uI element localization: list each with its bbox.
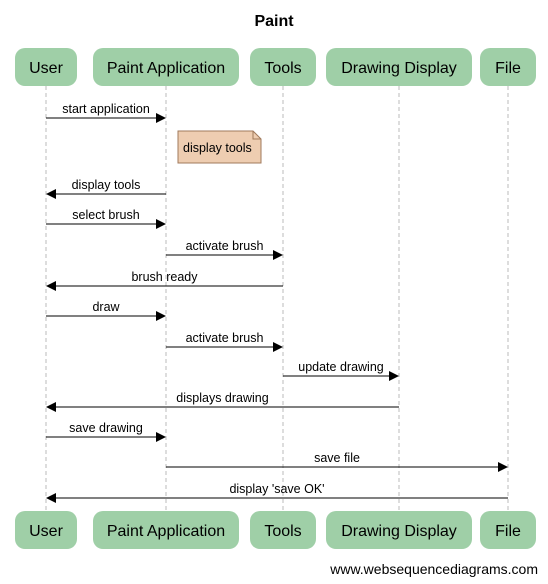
arrowhead	[46, 189, 56, 199]
message-label: select brush	[72, 208, 139, 222]
note: display tools	[177, 130, 262, 164]
arrowhead	[273, 342, 283, 352]
message-11: save file	[166, 451, 508, 472]
arrowhead	[156, 432, 166, 442]
actor-box	[480, 48, 536, 86]
note-fold	[252, 131, 261, 140]
message-label: activate brush	[186, 331, 264, 345]
actors-bottom: User Paint Application Tools Drawing Displa…	[15, 511, 536, 549]
actor-tools-bottom: Tools	[250, 511, 316, 549]
message-label: activate brush	[186, 239, 264, 253]
actor-box	[326, 48, 472, 86]
message-6: draw	[46, 300, 166, 321]
actor-paint-top: Paint Application	[93, 48, 239, 86]
actor-tools-top: Tools	[250, 48, 316, 86]
message-label: draw	[92, 300, 120, 314]
message-2: display tools	[46, 178, 166, 199]
actor-label: Tools	[264, 60, 301, 77]
message-label: save file	[314, 451, 360, 465]
actor-label: File	[495, 523, 521, 540]
message-label: update drawing	[298, 360, 384, 374]
message-label: display tools	[72, 178, 141, 192]
arrowhead	[389, 371, 399, 381]
message-label: save drawing	[69, 421, 143, 435]
arrowhead	[156, 219, 166, 229]
note-text: display tools	[183, 141, 252, 155]
message-label: display 'save OK'	[229, 482, 324, 496]
actor-label: File	[495, 60, 521, 77]
message-3: select brush	[46, 208, 166, 229]
message-label: start application	[62, 102, 150, 116]
arrowhead	[156, 311, 166, 321]
actor-user-top: User	[15, 48, 77, 86]
actors-top: User Paint Application Tools Drawing Displa…	[15, 48, 536, 86]
message-12: display 'save OK'	[46, 482, 508, 503]
note-box	[177, 130, 262, 164]
message-10: save drawing	[46, 421, 166, 442]
messages: start application display tools select bru…	[46, 102, 508, 503]
actor-box	[93, 48, 239, 86]
message-label: brush ready	[131, 270, 198, 284]
actor-label: Paint Application	[107, 60, 225, 77]
message-8: update drawing	[283, 360, 399, 381]
message-label: displays drawing	[176, 391, 268, 405]
actor-display-top: Drawing Display	[326, 48, 472, 86]
actor-box	[93, 511, 239, 549]
actor-label: Paint Application	[107, 523, 225, 540]
actor-box	[15, 511, 77, 549]
message-5: brush ready	[46, 270, 283, 291]
arrowhead	[46, 493, 56, 503]
note-display-tools: display tools	[177, 130, 262, 164]
diagram-title: Paint	[254, 13, 294, 30]
actor-label: Tools	[264, 523, 301, 540]
actor-label: Drawing Display	[341, 60, 457, 77]
lifelines	[45, 86, 509, 511]
arrowhead	[273, 250, 283, 260]
actor-file-top: File	[480, 48, 536, 86]
actor-label: User	[29, 60, 63, 77]
actor-box	[326, 511, 472, 549]
actor-box	[15, 48, 77, 86]
footer-watermark: www.websequencediagrams.com	[329, 561, 538, 577]
actor-file-bottom: File	[480, 511, 536, 549]
arrowhead	[498, 462, 508, 472]
actor-label: Drawing Display	[341, 523, 457, 540]
actor-label: User	[29, 523, 63, 540]
message-4: activate brush	[166, 239, 283, 260]
arrowhead	[156, 113, 166, 123]
message-9: displays drawing	[46, 391, 399, 412]
actor-box	[250, 48, 316, 86]
arrowhead	[46, 281, 56, 291]
actor-user-bottom: User	[15, 511, 77, 549]
actor-display-bottom: Drawing Display	[326, 511, 472, 549]
actor-box	[480, 511, 536, 549]
actor-box	[250, 511, 316, 549]
actor-paint-bottom: Paint Application	[93, 511, 239, 549]
message-1: start application	[46, 102, 166, 123]
message-7: activate brush	[166, 331, 283, 352]
arrowhead	[46, 402, 56, 412]
